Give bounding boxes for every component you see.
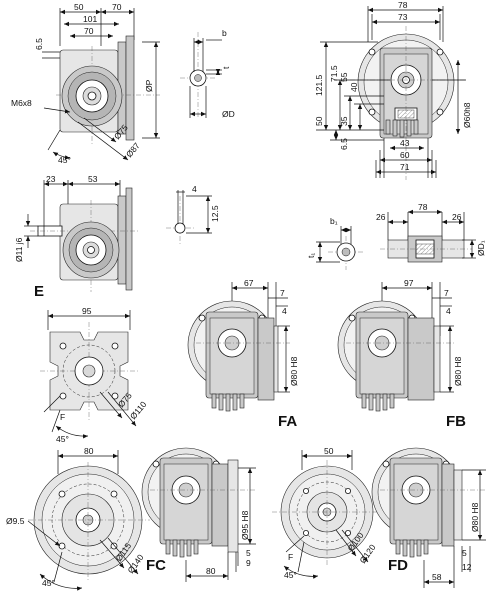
view-fa: 67 7 4 Ø80 H8 FA [187, 278, 299, 430]
dim-fd-120: Ø120 [357, 542, 377, 565]
dim-phi-87: Ø87 [124, 140, 142, 159]
dim-r-6-5: 6.5 [339, 138, 349, 150]
dim-fc-5: 5 [246, 548, 251, 558]
view-top-right: 78 73 121.5 71.5 55 40 50 35 6.5 [314, 0, 472, 180]
dim-top-50: 50 [74, 2, 84, 12]
dim-fd-45: 45° [284, 570, 297, 580]
dim-e-11j6: Ø11 j6 [14, 237, 24, 262]
dim-p-f: F [60, 412, 65, 422]
dim-k2-4: 4 [192, 184, 197, 194]
view-fc: Ø95 H8 5 9 80 FC [141, 447, 256, 582]
dim-s-26a: 26 [376, 212, 386, 222]
dim-fa-4: 4 [282, 306, 287, 316]
dim-fd-50: 50 [324, 446, 334, 456]
dim-e-53: 53 [88, 174, 98, 184]
dim-s-d1: ØD₁ [476, 240, 486, 256]
dim-r-71-5: 71.5 [329, 65, 339, 82]
dim-top-70: 70 [112, 2, 122, 12]
view-fd-flange: 50 F Ø100 Ø120 45° [272, 446, 382, 580]
dim-s-b1: b₁ [330, 216, 338, 226]
dim-key-d: ØD [222, 109, 235, 119]
dim-m6x8: M6x8 [11, 98, 32, 108]
dim-r-78: 78 [398, 0, 408, 10]
dim-r-73: 73 [398, 12, 408, 22]
dim-r-60h8: Ø60h8 [462, 102, 472, 128]
dim-key-b: b [222, 28, 227, 38]
dim-fb-97: 97 [404, 278, 414, 288]
dim-fc-80b: 80 [206, 566, 216, 576]
label-fb: FB [446, 413, 466, 430]
dim-k2-12-5: 12.5 [210, 205, 220, 222]
view-fd: Ø80 H8 5 12 58 FD [371, 447, 486, 588]
dim-fd-f: F [288, 552, 293, 562]
dim-phi-p: ØP [144, 79, 154, 92]
view-keyway-1: b t ØD [180, 28, 235, 119]
label-fa: FA [278, 413, 297, 430]
label-fd: FD [388, 557, 408, 574]
dim-key-t: t [221, 66, 231, 69]
dim-fc-9: 9 [246, 558, 251, 568]
dim-r-35: 35 [339, 116, 349, 126]
dim-left-6-5: 6.5 [34, 38, 44, 50]
view-version-e: 23 53 Ø11 j6 E [14, 174, 140, 300]
dim-p-95: 95 [82, 306, 92, 316]
dim-top-70b: 70 [84, 26, 94, 36]
dim-fd-5: 5 [462, 548, 467, 558]
dim-r-43: 43 [400, 138, 410, 148]
dim-45deg-a: 45° [58, 155, 71, 165]
dim-s-t1: t₁ [306, 253, 316, 258]
dim-fa-7: 7 [280, 288, 285, 298]
dim-fc-9-5: Ø9.5 [6, 516, 25, 526]
view-fc-flange: 80 Ø9.5 Ø115 Ø140 45° [6, 446, 150, 591]
view-keyway-2: 4 12.5 [166, 184, 220, 244]
dim-fc-45: 45° [42, 578, 55, 588]
dim-top-101: 101 [83, 14, 97, 24]
dim-p-45: 45° [56, 434, 69, 444]
label-fc: FC [146, 557, 166, 574]
dim-fd-58: 58 [432, 572, 442, 582]
dim-s-26b: 26 [452, 212, 462, 222]
dim-p-110: Ø110 [128, 399, 149, 421]
dim-fd-80h8: Ø80 H8 [470, 502, 480, 532]
view-top-left: 50 70 101 70 6.5 ØP M6x8 Ø75 Ø87 45° [11, 2, 160, 165]
dim-fc-95h8: Ø95 H8 [240, 510, 250, 540]
dim-r-121-5: 121.5 [314, 74, 324, 96]
dim-fb-80h8: Ø80 H8 [453, 356, 463, 386]
dim-fc-80: 80 [84, 446, 94, 456]
dim-fa-80h8: Ø80 H8 [289, 356, 299, 386]
view-fb: 97 7 4 Ø80 H8 FB [337, 278, 466, 430]
dim-fb-7: 7 [444, 288, 449, 298]
view-shaft: b₁ t₁ 78 26 26 ØD₁ [306, 202, 486, 270]
dim-s-78: 78 [418, 202, 428, 212]
dim-fb-4: 4 [446, 306, 451, 316]
dim-r-55: 55 [339, 72, 349, 82]
dim-r-71: 71 [400, 162, 410, 172]
dim-r-40: 40 [349, 82, 359, 92]
dim-fa-67: 67 [244, 278, 254, 288]
label-e: E [34, 283, 44, 300]
dim-r-50: 50 [314, 116, 324, 126]
dim-fd-12: 12 [462, 562, 472, 572]
dim-e-23: 23 [46, 174, 56, 184]
view-flange-plate: 95 F Ø75 Ø110 45° [40, 306, 149, 444]
dim-r-60: 60 [400, 150, 410, 160]
